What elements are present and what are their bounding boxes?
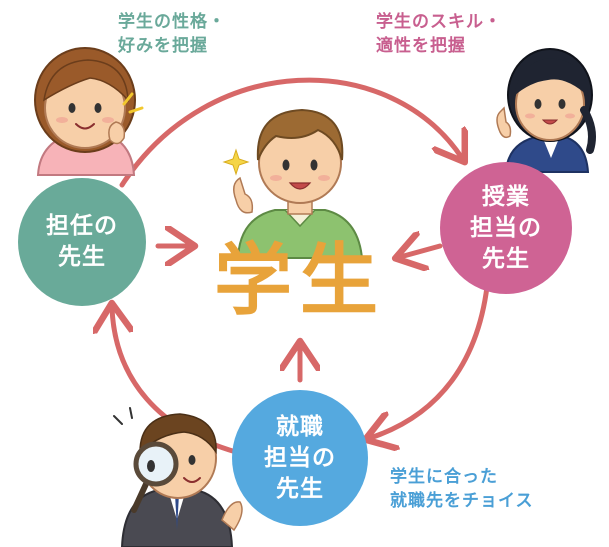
arrow-subject-to-student [400,246,443,257]
sparkle-icon [222,148,250,176]
node-subject-line-3: 先生 [482,245,530,272]
center-label-student: 学生 [213,236,386,326]
caption-homeroom-line-1: 学生の性格・ [118,12,226,32]
student-illustration [233,108,364,259]
caption-homeroom: 学生の性格・ 好みを把握 [118,10,226,58]
node-career-line-1: 就職 [276,413,324,440]
cycle-arc-homeroom-to-subject [119,77,462,188]
male-teacher-illustration [113,407,243,547]
caption-subject-line-2: 適性を把握 [376,36,466,56]
caption-career-line-2: 就職先をチョイス [390,491,534,511]
female-teacher-illustration [34,47,144,176]
node-homeroom-line-1: 担任の [46,213,118,239]
subject-teacher-illustration [496,48,596,173]
magnifier-icon [131,441,179,513]
node-subject-line-1: 授業 [482,183,530,210]
caption-subject-line-1: 学生のスキル・ [376,12,502,32]
caption-homeroom-line-2: 好みを把握 [118,36,208,56]
node-subject-teacher: 授業 担当の 先生 [440,162,572,294]
node-subject-line-2: 担当の [470,214,542,241]
caption-subject: 学生のスキル・ 適性を把握 [376,10,502,58]
node-career-teacher: 就職 担当の 先生 [232,390,368,526]
cycle-arc-subject-to-career [370,275,491,438]
node-homeroom-teacher: 担任の 先生 [18,178,146,306]
caption-career-line-1: 学生に合った [390,467,498,487]
caption-career: 学生に合った 就職先をチョイス [390,465,534,513]
node-homeroom-line-2: 先生 [58,244,106,270]
node-career-line-2: 担当の [264,444,336,471]
node-career-line-3: 先生 [276,475,324,502]
